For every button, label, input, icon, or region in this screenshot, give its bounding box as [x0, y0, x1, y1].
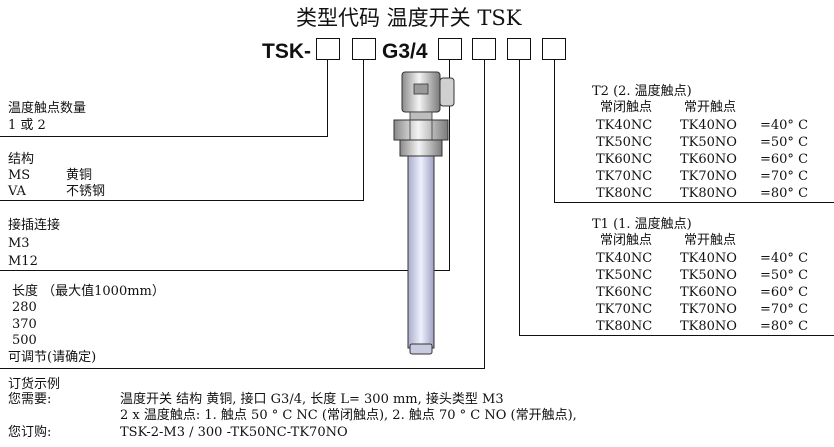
t2-row-temp: =40° C — [760, 118, 809, 133]
order-need-label: 您需要: — [8, 392, 52, 407]
order-need-line2: 2 x 温度触点: 1. 触点 50 ° C NC (常闭触点), 2. 触点 … — [120, 408, 577, 423]
connector-option-m12: M12 — [8, 254, 38, 269]
t1-header-nc: 常闭触点 — [600, 233, 653, 248]
t2-row-temp: =80° C — [760, 186, 809, 201]
t1-row-nc: TK50NC — [596, 268, 653, 283]
connector-label: 接插连接 — [8, 218, 61, 233]
t2-row-no: TK60NO — [680, 152, 737, 167]
t2-header-no: 常开触点 — [684, 100, 737, 115]
structure-desc-brass: 黄铜 — [66, 168, 93, 183]
t2-row-nc: TK50NC — [596, 135, 653, 150]
length-option-custom: 可调节(请确定) — [8, 350, 97, 365]
leader-contacts-h — [0, 136, 328, 137]
leader-length-h — [0, 368, 485, 369]
length-option-500: 500 — [12, 333, 37, 348]
t2-row-temp: =70° C — [760, 169, 809, 184]
code-thread: G3/4 — [382, 40, 428, 63]
leader-t1-v — [519, 60, 520, 335]
t2-row-temp: =60° C — [760, 152, 809, 167]
t2-row-temp: =50° C — [760, 135, 809, 150]
leader-contacts-v — [327, 60, 328, 136]
leader-structure-h — [0, 200, 364, 201]
t1-row-no: TK50NO — [680, 268, 737, 283]
t2-row-nc: TK80NC — [596, 186, 653, 201]
code-prefix: TSK- — [262, 40, 311, 63]
order-need-line1: 温度开关 结构 黄铜, 接口 G3/4, 长度 L= 300 mm, 接头类型 … — [120, 392, 504, 407]
t2-row-nc: TK70NC — [596, 169, 653, 184]
structure-desc-steel: 不锈钢 — [66, 184, 106, 199]
t1-row-temp: =70° C — [760, 302, 809, 317]
t1-row-temp: =60° C — [760, 285, 809, 300]
contacts-count-value: 1 或 2 — [8, 118, 46, 133]
t2-header-nc: 常闭触点 — [600, 100, 653, 115]
code-box-structure — [352, 38, 376, 60]
t1-title: T1 (1. 温度触点) — [592, 217, 692, 232]
length-option-280: 280 — [12, 300, 37, 315]
structure-code-va: VA — [8, 184, 26, 199]
t1-row-nc: TK60NC — [596, 285, 653, 300]
order-buy-value: TSK-2-M3 / 300 -TK50NC-TK70NO — [120, 425, 348, 440]
t2-row-no: TK50NO — [680, 135, 737, 150]
t1-row-temp: =80° C — [760, 319, 809, 334]
length-label: 长度 （最大值1000mm） — [12, 284, 165, 299]
t1-row-temp: =50° C — [760, 268, 809, 283]
t1-row-no: TK40NO — [680, 251, 737, 266]
t1-header-no: 常开触点 — [684, 233, 737, 248]
code-box-length — [472, 38, 496, 60]
t2-row-nc: TK60NC — [596, 152, 653, 167]
connector-option-m3: M3 — [8, 236, 30, 251]
leader-connector-v — [449, 60, 450, 270]
temperature-switch-drawing — [393, 71, 455, 355]
page-title: 类型代码 温度开关 TSK — [296, 6, 522, 30]
contacts-count-label: 温度触点数量 — [8, 101, 87, 116]
t2-row-no: TK70NO — [680, 169, 737, 184]
t1-row-nc: TK70NC — [596, 302, 653, 317]
leader-t1-h — [519, 335, 834, 336]
t2-row-no: TK80NO — [680, 186, 737, 201]
structure-label: 结构 — [8, 152, 35, 167]
leader-t2-h — [554, 202, 834, 203]
code-box-contacts — [316, 38, 340, 60]
leader-connector-h — [0, 270, 450, 271]
order-title: 订货示例 — [8, 377, 61, 392]
structure-code-ms: MS — [8, 168, 31, 183]
code-box-t1 — [507, 38, 531, 60]
order-buy-label: 您订购: — [8, 425, 52, 440]
code-box-connector — [438, 38, 462, 60]
t1-row-nc: TK80NC — [596, 319, 653, 334]
t2-row-no: TK40NO — [680, 118, 737, 133]
leader-structure-v — [363, 60, 364, 200]
t1-row-no: TK70NO — [680, 302, 737, 317]
t1-row-no: TK80NO — [680, 319, 737, 334]
t1-row-temp: =40° C — [760, 251, 809, 266]
t1-row-no: TK60NO — [680, 285, 737, 300]
code-box-t2 — [542, 38, 566, 60]
t2-row-nc: TK40NC — [596, 118, 653, 133]
leader-length-v — [484, 60, 485, 368]
t1-row-nc: TK40NC — [596, 251, 653, 266]
length-option-370: 370 — [12, 317, 37, 332]
leader-t2-v — [554, 60, 555, 202]
t2-title: T2 (2. 温度触点) — [592, 84, 692, 99]
